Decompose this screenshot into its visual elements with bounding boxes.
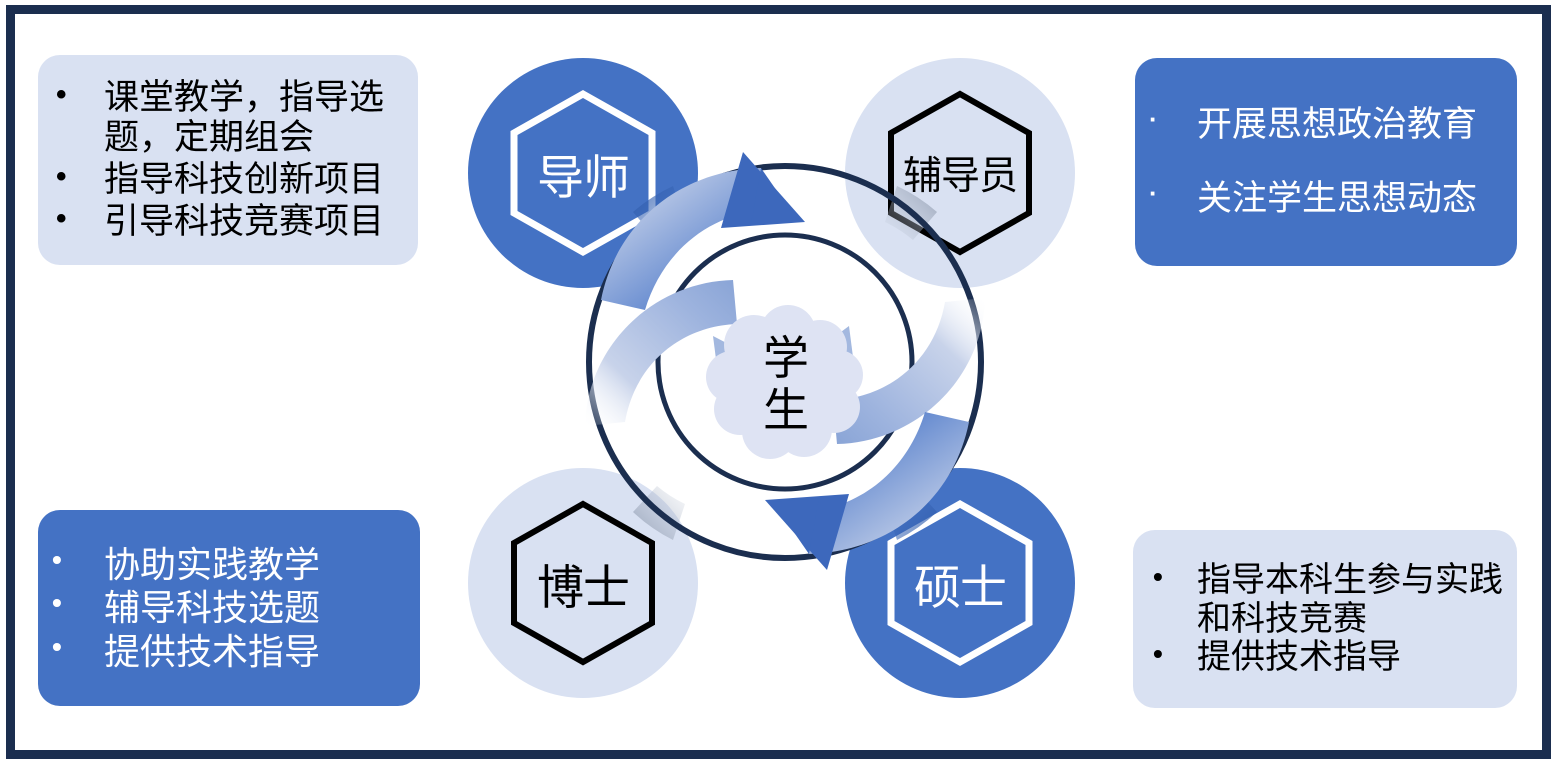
bullet-item: • 课堂教学，指导选题，定期组会 — [56, 78, 404, 158]
callout-top-left[interactable]: • 课堂教学，指导选题，定期组会 • 指导科技创新项目 • 引导科技竞赛项目 — [38, 55, 418, 265]
callout-bottom-left[interactable]: • 协助实践教学 • 辅导科技选题 • 提供技术指导 — [38, 510, 420, 706]
bullet-label: 关注学生思想动态 — [1197, 179, 1478, 218]
node-label-mentor: 导师 — [537, 150, 630, 204]
node-circle-mentor[interactable]: 导师 — [468, 58, 698, 288]
bullet-marker: • — [52, 544, 62, 576]
bullet-label: 指导本科生参与实践和科技竞赛 — [1197, 560, 1503, 638]
bullet-item: · 开展思想政治教育 — [1149, 104, 1507, 145]
bullet-item: • 引导科技竞赛项目 — [56, 202, 404, 242]
bullet-marker: • — [56, 201, 67, 235]
arrow-from-mentor — [601, 152, 805, 310]
bullet-label: 提供技术指导 — [1197, 638, 1401, 677]
bullet-item: • 协助实践教学 — [52, 544, 410, 585]
bullet-item: • 指导科技创新项目 — [56, 160, 404, 200]
bullet-label: 开展思想政治教育 — [1197, 105, 1478, 145]
hexagon-counselor: 辅导员 — [884, 89, 1036, 257]
bullet-item: · 关注学生思想动态 — [1149, 178, 1507, 219]
bullet-label: 辅导科技选题 — [104, 587, 321, 629]
bullet-marker: • — [52, 630, 62, 662]
hexagon-phd: 博士 — [507, 499, 659, 667]
inner-ring — [655, 232, 915, 492]
center-label: 学 生 — [700, 305, 872, 465]
center-cloud: 学 生 — [700, 305, 872, 465]
center-label-line2: 生 — [763, 385, 809, 436]
bullet-marker: • — [56, 160, 67, 193]
bullet-label: 指导科技创新项目 — [104, 160, 385, 199]
bullet-marker: • — [1153, 560, 1163, 592]
arrow-from-master — [765, 412, 969, 570]
bullet-marker: • — [1153, 638, 1163, 670]
bullet-item: • 提供技术指导 — [1153, 638, 1505, 677]
bullet-item: • 提供技术指导 — [52, 631, 410, 672]
bullet-label: 引导科技竞赛项目 — [104, 201, 385, 241]
bullet-label: 协助实践教学 — [104, 544, 321, 586]
node-label-master: 硕士 — [914, 560, 1007, 614]
bullet-item: • 指导本科生参与实践和科技竞赛 — [1153, 561, 1505, 639]
bullet-label: 提供技术指导 — [104, 630, 321, 672]
callout-top-right[interactable]: · 开展思想政治教育 · 关注学生思想动态 — [1135, 58, 1517, 266]
bullet-marker: • — [56, 78, 67, 112]
bullet-marker: · — [1149, 178, 1158, 208]
callout-bottom-right[interactable]: • 指导本科生参与实践和科技竞赛 • 提供技术指导 — [1133, 530, 1517, 708]
node-circle-counselor[interactable]: 辅导员 — [845, 58, 1075, 288]
node-label-phd: 博士 — [537, 560, 630, 614]
center-label-line1: 学 — [763, 333, 809, 385]
bullet-marker: • — [52, 587, 62, 619]
bullet-marker: · — [1149, 104, 1158, 135]
bullet-item: • 辅导科技选题 — [52, 587, 410, 628]
bullet-label: 课堂教学，指导选题，定期组会 — [104, 78, 385, 158]
hexagon-master: 硕士 — [884, 499, 1036, 667]
outer-ring — [586, 163, 984, 561]
node-label-counselor: 辅导员 — [902, 155, 1018, 198]
hexagon-mentor: 导师 — [507, 89, 659, 257]
